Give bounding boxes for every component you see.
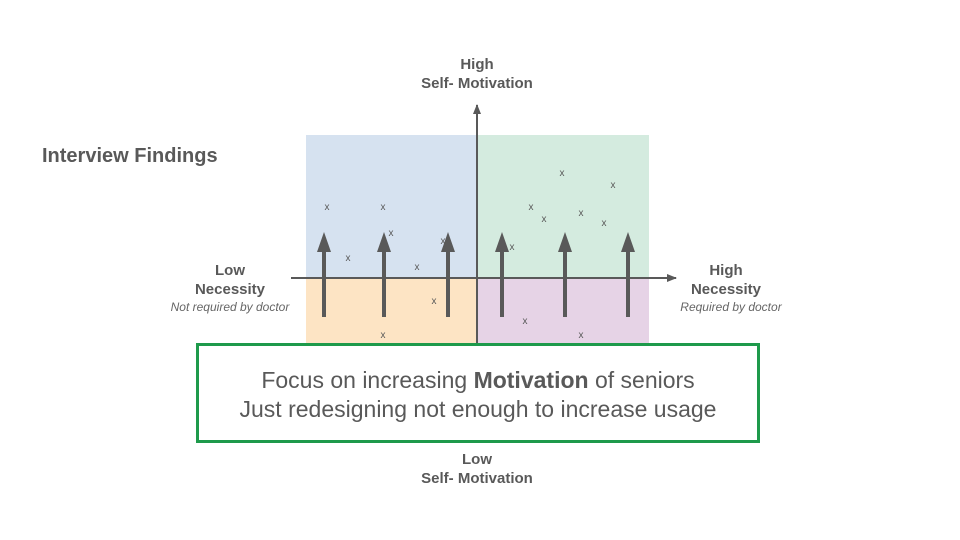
up-arrow-head-icon (495, 232, 509, 252)
interview-marker: x (441, 236, 446, 247)
interview-marker: x (346, 253, 351, 264)
up-arrow-head-icon (441, 232, 455, 252)
axis-note-high-necessity: Required by doctor (680, 300, 782, 314)
axis-label-high-motivation: High Self- Motivation (417, 55, 537, 93)
up-arrow-head-icon (558, 232, 572, 252)
interview-marker: x (542, 214, 547, 225)
axis-label-line: Necessity (690, 281, 762, 298)
axis-label-line: High (460, 56, 494, 73)
axis-label-high-necessity: High Necessity (666, 261, 786, 299)
interview-marker: x (389, 228, 394, 239)
axis-label-low-necessity: Low Necessity (170, 261, 290, 299)
up-arrow-head-icon (377, 232, 391, 252)
axis-label-line: Necessity (194, 281, 266, 298)
axis-label-line: Self- Motivation (421, 470, 533, 487)
axis-note-low-necessity: Not required by doctor (170, 300, 290, 314)
interview-marker: x (579, 208, 584, 219)
interview-marker: x (415, 262, 420, 273)
up-arrow-head-icon (317, 232, 331, 252)
callout-emphasis: Motivation (473, 367, 589, 393)
axis-label-line: Low (215, 262, 245, 279)
axis-label-line: Low (462, 451, 492, 468)
interview-marker: x (381, 202, 386, 213)
callout-line-1: Focus on increasing Motivation of senior… (199, 366, 757, 395)
quadrant-low-motivation-low-necessity (306, 279, 477, 345)
interview-marker: x (510, 242, 515, 253)
axis-label-line: High (709, 262, 743, 279)
interview-marker: x (611, 180, 616, 191)
interview-marker: x (432, 296, 437, 307)
interview-marker: x (381, 330, 386, 341)
interview-marker: x (529, 202, 534, 213)
interview-marker: x (579, 330, 584, 341)
callout-text: Focus on increasing (261, 367, 474, 393)
axis-label-line: Self- Motivation (421, 75, 533, 92)
axis-label-low-motivation: Low Self- Motivation (417, 450, 537, 488)
interview-marker: x (602, 218, 607, 229)
interview-marker: x (523, 316, 528, 327)
callout-line-2: Just redesigning not enough to increase … (239, 396, 717, 422)
callout-text: of seniors (588, 367, 695, 393)
quadrant-high-motivation-low-necessity (306, 135, 477, 279)
callout-box: Focus on increasing Motivation of senior… (196, 343, 760, 443)
slide-title: Interview Findings (42, 145, 218, 167)
up-arrow-head-icon (621, 232, 635, 252)
interview-marker: x (325, 202, 330, 213)
interview-marker: x (560, 168, 565, 179)
